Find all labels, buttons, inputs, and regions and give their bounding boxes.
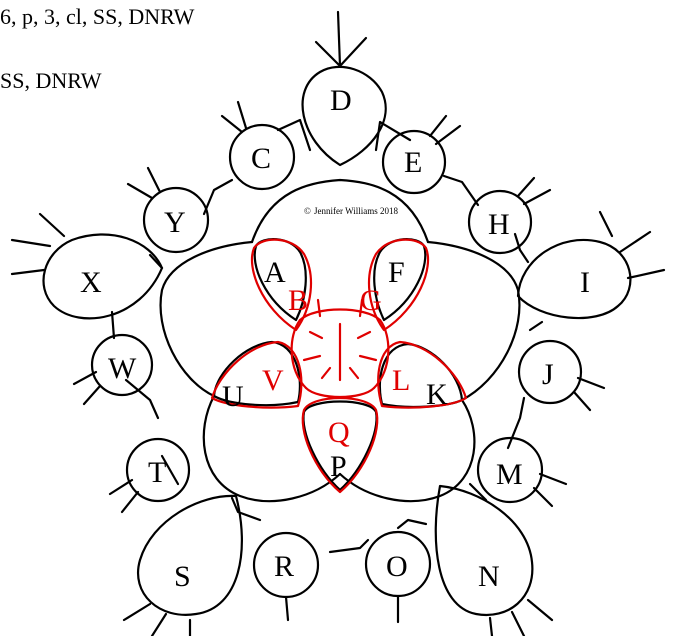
label-D: D [330,84,352,117]
label-T: T [148,456,166,489]
copyright-symbol: © [304,206,311,216]
outer-chains [110,118,544,554]
outer-ring-I [516,210,666,320]
large-rings [159,178,521,503]
label-L: L [392,364,410,397]
outer-ring-R [252,531,320,622]
pattern-note-line-2: SS, DNRW [0,68,102,93]
outer-ring-S [122,494,243,636]
label-F: F [388,256,405,289]
outer-ring-H [467,176,552,255]
label-P: P [330,450,347,483]
label-Q: Q [328,416,350,449]
label-V: V [262,364,284,397]
label-G: G [360,284,382,317]
pattern-note-line-1: 6, p, 3, cl, SS, DNRW [0,4,195,29]
label-S: S [174,560,191,593]
label-U: U [222,380,244,413]
label-K: K [426,378,448,411]
label-C: C [251,142,271,175]
outer-ring-J [517,339,606,412]
label-J: J [542,358,554,391]
center-red-rings [210,238,468,494]
outer-ring-W [72,333,154,406]
label-N: N [478,560,500,593]
label-R: R [274,550,294,583]
label-I: I [580,266,590,299]
outer-ring-C [220,100,296,191]
label-X: X [80,266,102,299]
outer-ring-X [10,212,164,320]
outer-ring-O [364,530,432,624]
label-O: O [386,550,408,583]
label-M: M [496,458,523,491]
label-W: W [108,352,137,385]
outer-ring-M [476,436,568,508]
outer-ring-Y [126,166,210,254]
label-B: B [288,284,308,317]
outer-ring-E [381,114,462,195]
label-E: E [404,146,422,179]
label-A: A [264,256,286,289]
label-Y: Y [164,206,186,239]
label-H: H [488,208,510,241]
outer-ring-N [434,484,554,636]
outer-ring-D [301,10,387,167]
copyright-text: Jennifer Williams 2018 [314,206,398,216]
outer-ring-T [108,437,191,514]
